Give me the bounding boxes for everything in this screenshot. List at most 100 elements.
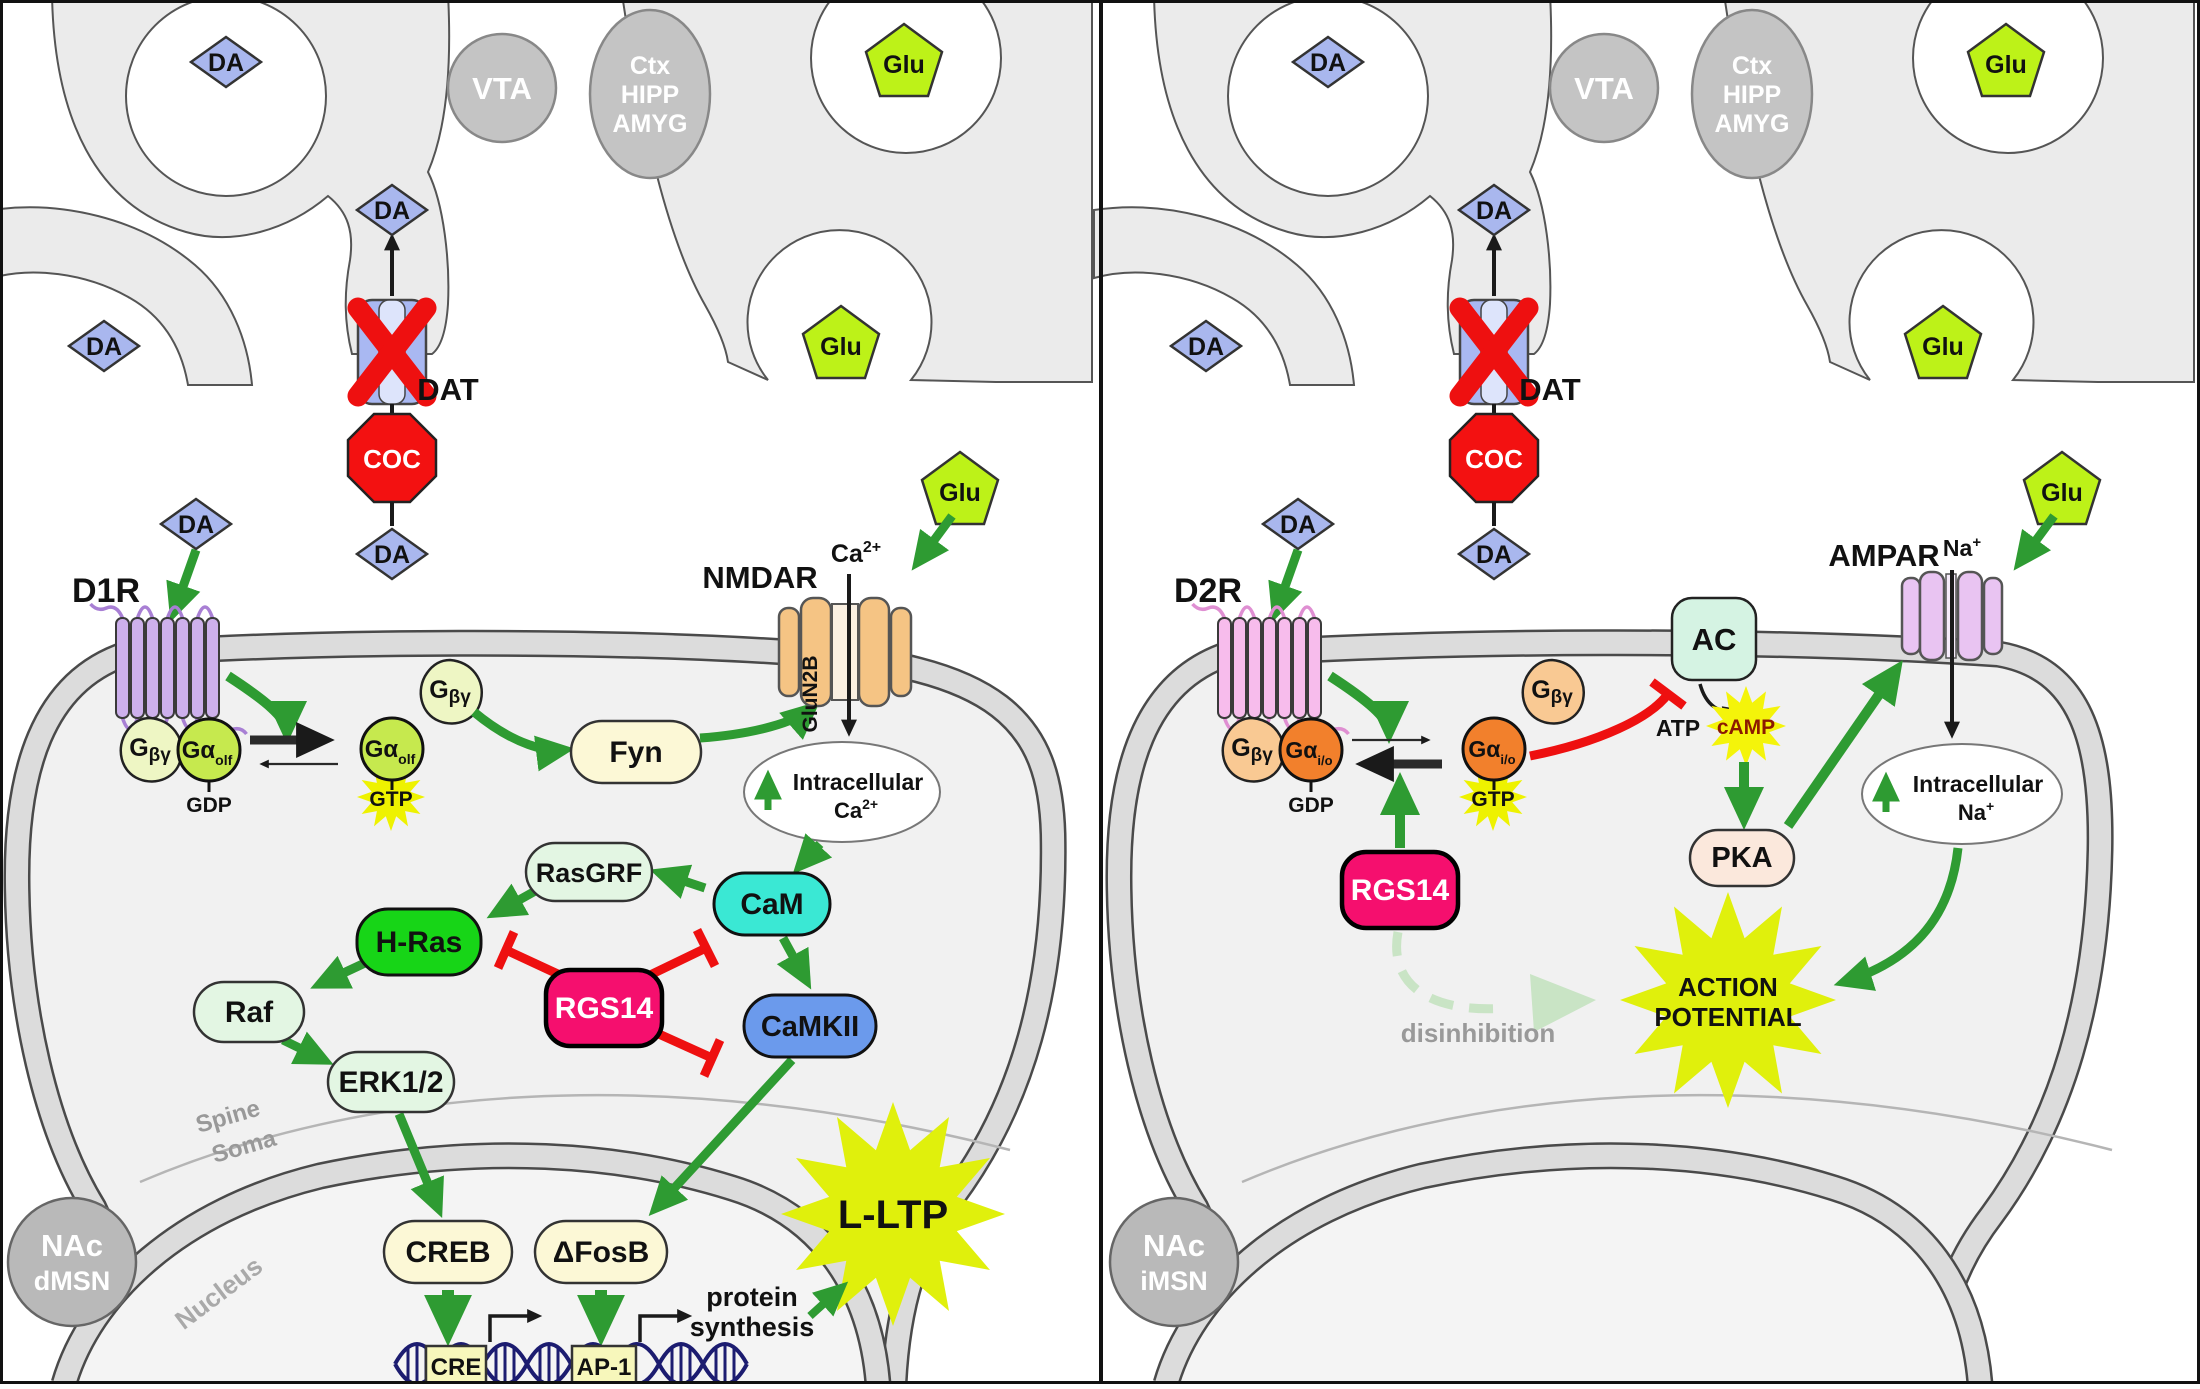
galpha-gtp-label: Gαi/o	[1468, 736, 1515, 767]
glun2b-label: GluN2B	[799, 655, 822, 732]
erk-label: ERK1/2	[338, 1066, 443, 1099]
coc-label: COC	[1465, 444, 1523, 474]
erk-to-creb-arrow	[394, 1112, 444, 1218]
left-scenery	[0, 0, 1092, 612]
receptor-activation-arrow	[225, 671, 307, 744]
right-scenery	[1094, 0, 2194, 612]
region-line1: NAc	[41, 1228, 103, 1263]
ca-to-cam-arrow	[792, 833, 833, 874]
na-label: Na+	[1943, 534, 1981, 561]
action-potential-line1: ACTION	[1678, 972, 1778, 1002]
region-badge	[6, 1196, 138, 1328]
hras-label: H-Ras	[376, 926, 463, 959]
cre-label: CRE	[431, 1354, 482, 1381]
da-label: DA	[1476, 197, 1512, 225]
nmdar-channel	[777, 596, 913, 708]
ac-box	[1670, 596, 1758, 682]
rasgrf-to-hras-arrow	[486, 883, 540, 919]
rgs14-label: RGS14	[1351, 874, 1450, 907]
da-label: DA	[1310, 49, 1346, 77]
cam-to-rasgrf-arrow	[649, 864, 707, 899]
fyn-label: Fyn	[609, 736, 662, 769]
gbg-free-label: Gβγ	[429, 676, 471, 708]
nmdar-label: NMDAR	[702, 560, 817, 595]
rasgrf-box	[524, 841, 654, 903]
spine-soma-boundary	[139, 1093, 1011, 1184]
ampar-label: AMPAR	[1828, 538, 1939, 573]
ac-label: AC	[1692, 622, 1737, 657]
da-label: DA	[178, 511, 214, 539]
rasgrf-label: RasGRF	[536, 858, 643, 888]
disinhibition-label: disinhibition	[1401, 1018, 1556, 1048]
camp-label: cAMP	[1717, 716, 1775, 739]
vta-label: VTA	[1574, 71, 1634, 106]
spine-soma-boundary	[1241, 1093, 2113, 1184]
msn-membrane-band	[5, 632, 1065, 1386]
fyn-to-nmdar-arrow	[699, 700, 821, 743]
glu-label: Glu	[1922, 333, 1964, 361]
creb-box	[382, 1219, 514, 1285]
gdp-label: GDP	[186, 794, 232, 817]
galpha-gdp-label: Gαi/o	[1285, 737, 1332, 768]
camkii-to-dfosb-arrow	[648, 1056, 796, 1216]
raf-to-erk-arrow	[281, 1031, 334, 1065]
da-label: DA	[374, 197, 410, 225]
atp-label: ATP	[1656, 715, 1700, 741]
da-label: DA	[1280, 511, 1316, 539]
rgs14-label: RGS14	[555, 992, 654, 1025]
intracellular-na-line2: Na+	[1958, 798, 1994, 825]
gai-inhibits-ac-cap	[1649, 678, 1687, 710]
cre-transcription-arrow	[488, 1309, 543, 1342]
rgs14-box	[1339, 849, 1461, 931]
glu-label: Glu	[2041, 479, 2083, 507]
d1r-label: D1R	[72, 572, 140, 610]
na-to-ap-arrow	[1833, 847, 1963, 991]
ctx-label: Ctx	[630, 52, 670, 80]
pka-to-ampar-arrow	[1783, 660, 1903, 829]
gtp-starburst	[357, 763, 425, 831]
da-label: DA	[86, 333, 122, 361]
protein-synthesis-line1: protein	[706, 1282, 798, 1312]
galpha-gdp-label: Gαolf	[182, 737, 233, 768]
region-line2: dMSN	[34, 1266, 111, 1296]
dat-label: DAT	[417, 372, 478, 407]
pka-label: PKA	[1711, 842, 1772, 874]
lltp-starburst	[781, 1102, 1005, 1326]
hipp-label: HIPP	[621, 81, 679, 109]
fyn-box	[569, 719, 703, 785]
dfosb-label: ΔFosB	[553, 1236, 650, 1269]
protein-synthesis-line2: synthesis	[690, 1312, 815, 1342]
ap1-transcription-arrow	[638, 1309, 693, 1342]
disinhibition-dashed-path	[1392, 931, 1509, 1014]
d2r-label: D2R	[1174, 572, 1242, 610]
msn-membrane-band	[1107, 631, 2112, 1386]
da-label: DA	[208, 49, 244, 77]
cam-to-camkii-arrow	[776, 935, 812, 990]
coc-label: COC	[363, 444, 421, 474]
ampar-channel	[1900, 570, 2004, 662]
region-line1: NAc	[1143, 1228, 1205, 1263]
action-potential-starburst	[1620, 892, 1836, 1108]
intracellular-ca-line2: Ca2+	[834, 796, 878, 823]
cam-box	[712, 871, 832, 937]
lltp-label: L-LTP	[838, 1193, 948, 1237]
dfosb-box	[533, 1219, 669, 1285]
nucleus-region	[1166, 1155, 1980, 1384]
raf-label: Raf	[225, 996, 274, 1029]
gai-inhibits-ac-line	[1529, 691, 1672, 761]
dat-label: DAT	[1519, 372, 1580, 407]
gbg-label: Gβγ	[129, 734, 171, 766]
camp-starburst	[1706, 686, 1786, 766]
cam-label: CaM	[740, 888, 803, 921]
da-label: DA	[1188, 333, 1224, 361]
nuclear-membrane-band	[1155, 1144, 1991, 1388]
intracellular-ca-line1: Intracellular	[793, 769, 923, 795]
amyg-label: AMYG	[613, 110, 688, 138]
glu-label: Glu	[939, 479, 981, 507]
panel-d2r-imsn: NAc iMSN D2R Gβγ Gαi/o GDP Gαi/o GTP Gβγ…	[1094, 0, 2194, 1388]
d1r-receptor	[89, 602, 248, 736]
region-badge	[1108, 1196, 1240, 1328]
raf-box	[192, 980, 306, 1044]
amyg-label: AMYG	[1715, 110, 1790, 138]
